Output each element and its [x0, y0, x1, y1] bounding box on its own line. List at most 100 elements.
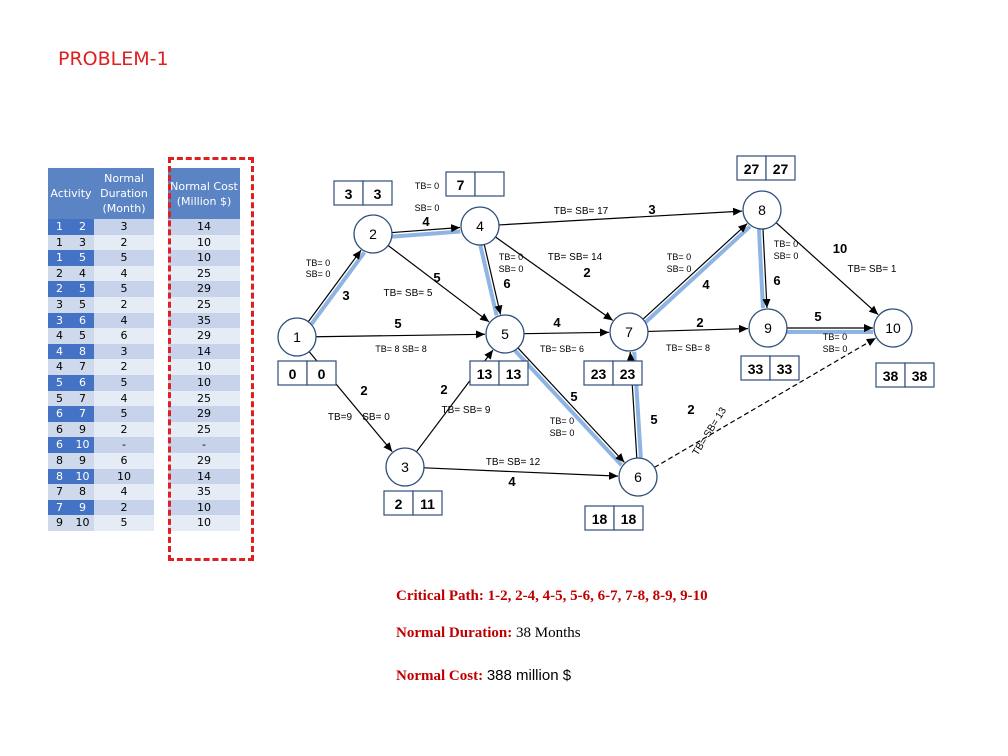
critical-path-highlight-5-6 — [513, 349, 623, 467]
node-label-6: 6 — [634, 469, 642, 485]
edge-label-f24b: SB= 0 — [415, 203, 440, 213]
cell-duration: 4 — [94, 484, 154, 500]
node-box-ef-2 — [362, 180, 393, 206]
edge-label-f45b: SB= 0 — [499, 264, 524, 274]
header-activity: Activity — [48, 168, 94, 219]
cell-gap — [154, 265, 168, 282]
normal-cost-value: 388 million $ — [486, 667, 572, 684]
node-es-7: 23 — [591, 366, 607, 382]
node-label-10: 10 — [885, 320, 901, 336]
cell-duration: 6 — [94, 328, 154, 344]
cell-gap — [154, 312, 168, 329]
activity-arrow-8-10 — [775, 222, 879, 316]
node-box-ef-6 — [613, 505, 644, 531]
node-es-8: 27 — [744, 161, 760, 177]
edge-label-d47: 2 — [583, 265, 590, 280]
edge-label-d48: 3 — [648, 202, 655, 217]
node-box-ef-3 — [412, 490, 443, 516]
cell-to: 5 — [71, 281, 94, 297]
node-box-ef-10 — [904, 362, 935, 388]
edge-label-f79: TB= SB= 8 — [666, 343, 710, 353]
cell-cost: 25 — [168, 265, 240, 282]
edge-label-f810: TB= SB= 1 — [848, 264, 897, 275]
edge-label-d56: 5 — [570, 389, 577, 404]
activity-arrow-5-6 — [517, 347, 625, 463]
edge-label-f89a: TB= 0 — [774, 239, 798, 249]
cell-duration: 2 — [94, 296, 154, 313]
node-ef-7: 23 — [620, 366, 636, 382]
cell-gap — [154, 499, 168, 516]
cell-duration: 5 — [94, 281, 154, 297]
edge-label-f45a: TB= 0 — [499, 252, 523, 262]
node-box-es-8 — [736, 155, 767, 181]
cell-to: 10 — [71, 468, 94, 485]
cell-duration: 2 — [94, 234, 154, 251]
cell-duration: 10 — [94, 468, 154, 485]
node-ef-5: 13 — [506, 366, 522, 382]
node-label-3: 3 — [401, 459, 409, 475]
cell-gap — [154, 421, 168, 438]
cell-duration: 5 — [94, 406, 154, 422]
node-box-ef-1 — [306, 360, 337, 386]
cell-gap — [154, 250, 168, 266]
cell-duration: 2 — [94, 359, 154, 375]
critical-path-highlight-4-5 — [478, 244, 499, 316]
edge-label-d79: 2 — [696, 315, 703, 330]
cell-from: 7 — [48, 499, 71, 516]
node-5 — [485, 314, 525, 354]
cell-cost: 10 — [168, 359, 240, 375]
cell-gap — [154, 452, 168, 469]
cell-duration: 4 — [94, 390, 154, 407]
cell-from: 4 — [48, 328, 71, 344]
node-label-9: 9 — [764, 320, 772, 336]
cell-to: 9 — [71, 499, 94, 516]
page-title: PROBLEM-1 — [58, 48, 169, 70]
node-ef-9: 33 — [777, 361, 793, 377]
edge-label-f67a: TB= 0 — [550, 416, 574, 426]
normal-duration-value: 38 Months — [516, 625, 581, 641]
cell-gap — [154, 468, 168, 485]
cell-from: 3 — [48, 312, 71, 329]
critical-path-line: Critical Path: 1-2, 2-4, 4-5, 5-6, 6-7, … — [396, 588, 708, 605]
cell-to: 7 — [71, 359, 94, 375]
cell-cost: 29 — [168, 406, 240, 422]
node-box-ef-5 — [498, 360, 529, 386]
edge-label-d57: 4 — [553, 315, 561, 330]
cell-duration: 5 — [94, 374, 154, 391]
node-box-es-9 — [740, 355, 771, 381]
edge-label-d810: 10 — [833, 241, 847, 256]
cell-from: 1 — [48, 250, 71, 266]
cell-cost: 10 — [168, 515, 240, 531]
node-ef-3: 11 — [420, 496, 435, 512]
edge-label-f47: TB= SB= 14 — [548, 252, 603, 263]
cell-gap — [154, 219, 168, 235]
cell-from: 6 — [48, 437, 71, 453]
cell-to: 8 — [71, 484, 94, 500]
edge-label-d69: 2 — [687, 402, 694, 417]
cell-duration: 4 — [94, 265, 154, 282]
node-ef-10: 38 — [912, 368, 928, 384]
cell-gap — [154, 296, 168, 313]
edge-label-f25: TB= SB= 5 — [384, 288, 433, 299]
critical-path-highlight-7-8 — [644, 224, 752, 324]
edge-label-f910a: TB= 0 — [823, 332, 847, 342]
cell-gap — [154, 328, 168, 344]
node-label-5: 5 — [501, 326, 509, 342]
activity-arrow-4-7 — [495, 236, 614, 321]
activity-arrow-1-2 — [307, 249, 362, 323]
activity-arrow-4-5 — [483, 244, 503, 315]
edge-label-d35: 2 — [440, 382, 447, 397]
edge-label-d13: 2 — [360, 383, 367, 398]
cell-from: 1 — [48, 219, 71, 235]
cell-from: 5 — [48, 390, 71, 407]
activity-arrow-3-6 — [423, 467, 619, 480]
header-gap — [154, 168, 168, 219]
cell-from: 8 — [48, 468, 71, 485]
